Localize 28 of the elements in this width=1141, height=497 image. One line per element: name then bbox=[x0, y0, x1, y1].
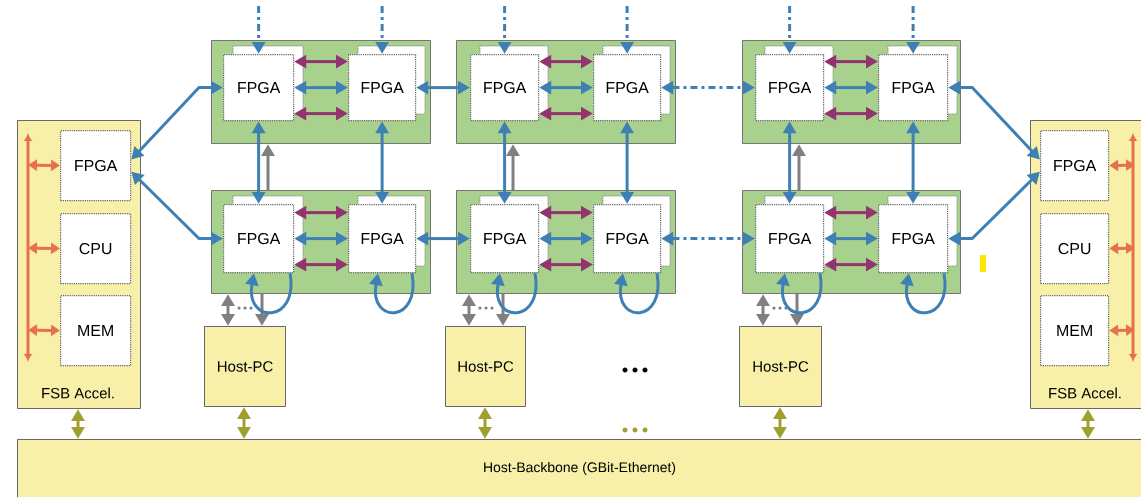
chip-box: MEM bbox=[1040, 295, 1110, 367]
chip-box: FPGA bbox=[755, 195, 834, 274]
chip-box: FPGA bbox=[60, 130, 132, 202]
chip-box: FPGA bbox=[755, 45, 834, 122]
chip-box: FPGA bbox=[223, 45, 304, 122]
computer-box: Host-PC bbox=[445, 326, 526, 407]
chip-box: FPGA bbox=[878, 195, 958, 274]
computer-box: Host-PC bbox=[739, 326, 822, 407]
chip-box: FPGA bbox=[470, 45, 549, 122]
chip-box: CPU bbox=[60, 213, 132, 285]
loopback-arrow bbox=[900, 273, 947, 315]
loopback-arrow bbox=[491, 273, 538, 315]
chip-box: MEM bbox=[60, 295, 132, 367]
chip-box: FPGA bbox=[348, 45, 426, 122]
loopback-arrow bbox=[245, 273, 293, 315]
loopback-arrow bbox=[776, 273, 823, 315]
loopback-arrow bbox=[614, 273, 660, 315]
chip-box: FPGA bbox=[593, 45, 671, 122]
chip-box: CPU bbox=[1040, 213, 1110, 285]
chip-box: FPGA bbox=[470, 195, 549, 274]
chip-box: FPGA bbox=[1040, 130, 1110, 202]
chip-box: FPGA bbox=[878, 45, 958, 122]
chip-box: FPGA bbox=[348, 195, 426, 274]
chip-box: FPGA bbox=[223, 195, 304, 274]
computer-box: Host-PC bbox=[204, 326, 286, 407]
chip-box: FPGA bbox=[593, 195, 671, 274]
network-bar: Host-Backbone (GBit-Ethernet) bbox=[17, 439, 1141, 497]
loopback-arrow bbox=[369, 273, 415, 315]
